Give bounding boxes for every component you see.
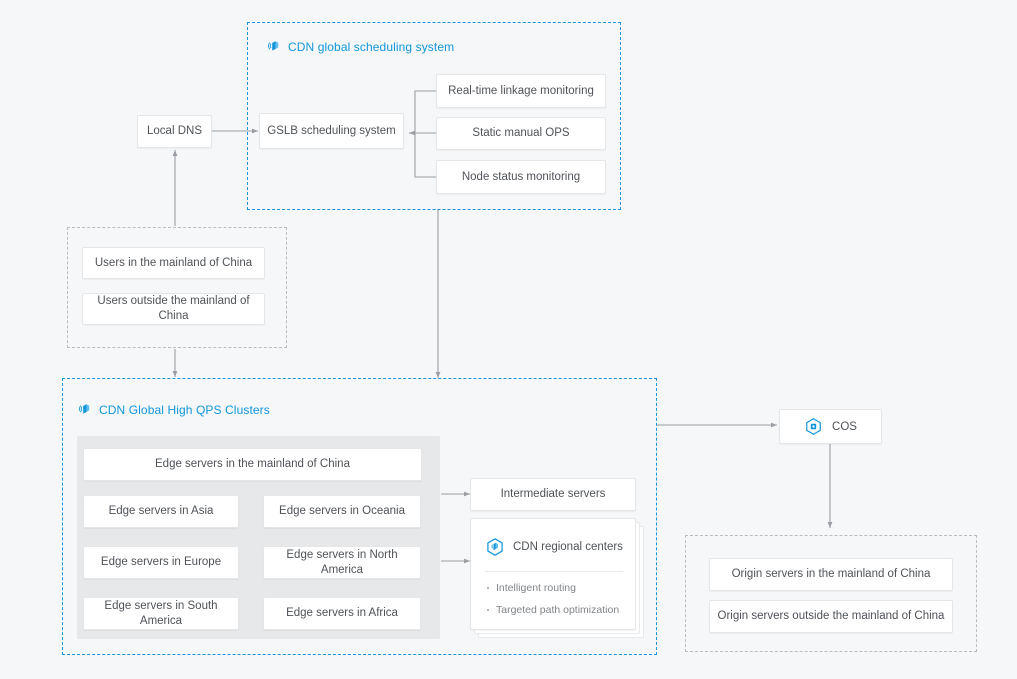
node-edge-servers-mainland-china[interactable]: Edge servers in the mainland of China: [83, 448, 422, 481]
bullet-label: Targeted path optimization: [496, 604, 620, 616]
node-origin-servers-mainland-china[interactable]: Origin servers in the mainland of China: [709, 558, 953, 591]
group-title-label: CDN global scheduling system: [288, 39, 455, 54]
node-realtime-linkage-monitoring[interactable]: Real-time linkage monitoring: [436, 74, 606, 108]
node-label: Real-time linkage monitoring: [448, 84, 594, 97]
node-label: GSLB scheduling system: [267, 124, 396, 137]
users-group: [67, 227, 287, 348]
node-label: Edge servers in Europe: [100, 556, 222, 569]
node-label: Users in the mainland of China: [94, 256, 253, 269]
cdn-global-scheduling-group: [247, 22, 621, 210]
regional-centers-bullet-1: Targeted path optimization: [487, 604, 619, 616]
node-users-outside-mainland-china[interactable]: Users outside the mainland of China: [82, 293, 265, 325]
regional-centers-bullet-0: Intelligent routing: [487, 582, 576, 594]
node-edge-servers-europe[interactable]: Edge servers in Europe: [83, 546, 239, 579]
node-edge-servers-asia[interactable]: Edge servers in Asia: [83, 495, 239, 528]
node-intermediate-servers[interactable]: Intermediate servers: [470, 478, 636, 511]
regional-centers-title: CDN regional centers: [513, 541, 623, 553]
regional-centers-header: CDN regional centers: [485, 537, 623, 557]
node-edge-servers-north-america[interactable]: Edge servers in North America: [263, 546, 421, 579]
node-label: Edge servers in Oceania: [279, 505, 405, 518]
node-label: Edge servers in Africa: [286, 607, 398, 620]
node-edge-servers-oceania[interactable]: Edge servers in Oceania: [263, 495, 421, 528]
cdn-high-qps-clusters-group: [62, 378, 657, 655]
origin-servers-group: [685, 535, 977, 652]
cdn-antenna-icon: [79, 403, 92, 416]
regional-centers-divider: [485, 571, 623, 572]
cdn-hex-icon: [485, 537, 505, 557]
cdn-high-qps-clusters-title: CDN Global High QPS Clusters: [79, 403, 270, 416]
cos-hex-icon: [804, 417, 823, 436]
node-static-manual-ops[interactable]: Static manual OPS: [436, 117, 606, 150]
node-label: Local DNS: [147, 125, 202, 138]
cos-label: COS: [832, 420, 857, 433]
node-gslb-scheduling-system[interactable]: GSLB scheduling system: [259, 113, 404, 149]
cdn-antenna-icon: [268, 40, 281, 53]
node-label: Edge servers in the mainland of China: [155, 458, 350, 471]
node-label: Origin servers in the mainland of China: [731, 568, 931, 581]
group-title-label: CDN Global High QPS Clusters: [99, 402, 270, 417]
node-label: Edge servers in Asia: [108, 505, 214, 518]
node-label: Users outside the mainland of China: [97, 295, 250, 322]
node-label: Static manual OPS: [472, 127, 570, 140]
node-label: Edge servers in South America: [104, 599, 218, 627]
node-cos[interactable]: COS: [779, 409, 882, 444]
node-edge-servers-south-america[interactable]: Edge servers in South America: [83, 597, 239, 630]
node-node-status-monitoring[interactable]: Node status monitoring: [436, 160, 606, 194]
bullet-label: Intelligent routing: [496, 582, 576, 594]
node-users-mainland-china[interactable]: Users in the mainland of China: [82, 247, 265, 279]
node-label: Node status monitoring: [461, 170, 581, 183]
node-local-dns[interactable]: Local DNS: [137, 115, 212, 148]
bullet-dot-icon: [487, 587, 489, 589]
node-label: Origin servers outside the mainland of C…: [717, 610, 945, 623]
node-origin-servers-outside-mainland-china[interactable]: Origin servers outside the mainland of C…: [709, 600, 953, 633]
node-label: Intermediate servers: [500, 488, 606, 501]
bullet-dot-icon: [487, 609, 489, 611]
cdn-global-scheduling-title: CDN global scheduling system: [268, 40, 454, 53]
regional-centers-card[interactable]: CDN regional centers Intelligent routing…: [470, 518, 636, 630]
node-edge-servers-africa[interactable]: Edge servers in Africa: [263, 597, 421, 630]
node-label: Edge servers in North America: [286, 548, 398, 576]
